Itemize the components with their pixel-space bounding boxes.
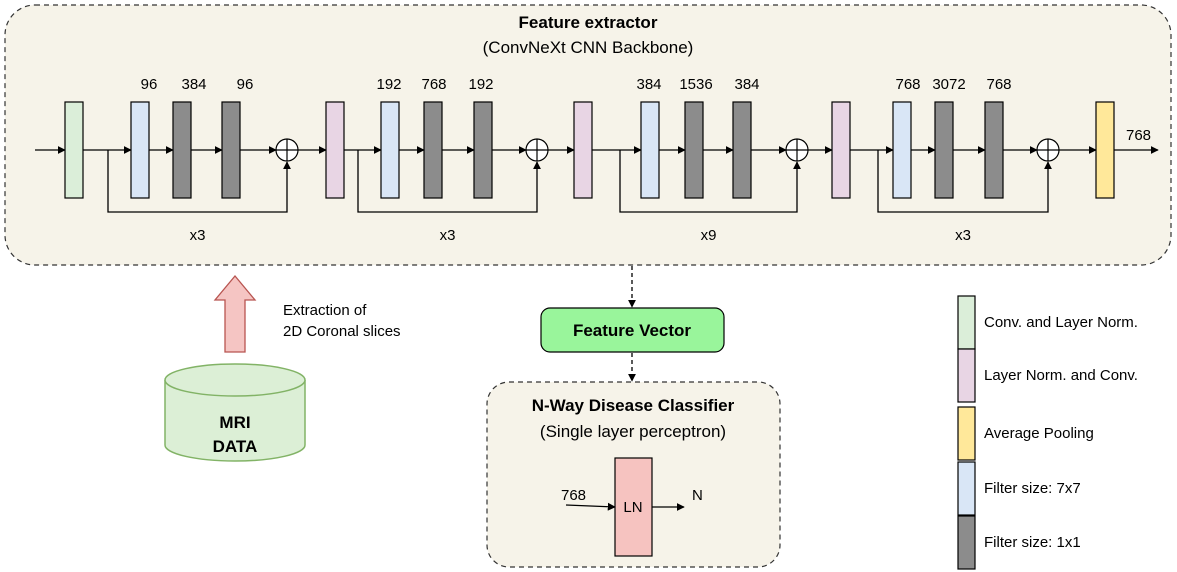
classifier-subtitle: (Single layer perceptron) bbox=[540, 422, 726, 441]
filter-1x1-block bbox=[473, 101, 493, 199]
residual-connection bbox=[107, 150, 291, 213]
filter-1x1-block bbox=[423, 101, 443, 199]
filter-count-label: 192 bbox=[468, 76, 493, 93]
layernorm-conv-block bbox=[573, 101, 593, 199]
classifier-input-arrow bbox=[565, 502, 616, 511]
feature-vector-label: Feature Vector bbox=[573, 321, 691, 340]
linear-layer-box bbox=[614, 457, 653, 557]
filter-7x7-block bbox=[130, 101, 150, 199]
mri-data-label-line2: DATA bbox=[213, 437, 258, 456]
filter-count-label: 1536 bbox=[679, 76, 712, 93]
legend-swatch bbox=[957, 295, 976, 350]
filter-count-label: 3072 bbox=[932, 76, 965, 93]
classifier-output-label: N bbox=[692, 487, 703, 504]
feature-vector-box bbox=[540, 307, 725, 353]
filter-1x1-block bbox=[221, 101, 241, 199]
filter-1x1-block bbox=[172, 101, 192, 199]
legend-label: Filter size: 7x7 bbox=[984, 480, 1081, 497]
filter-1x1-block bbox=[934, 101, 954, 199]
legend-label: Average Pooling bbox=[984, 425, 1094, 442]
legend-swatch bbox=[957, 406, 976, 461]
filter-count-label: 768 bbox=[421, 76, 446, 93]
filter-1x1-block bbox=[732, 101, 752, 199]
linear-layer-label: LN bbox=[623, 499, 642, 516]
filter-count-label: 768 bbox=[986, 76, 1011, 93]
conv-layernorm-block bbox=[64, 101, 84, 199]
filter-1x1-block bbox=[984, 101, 1004, 199]
legend: Conv. and Layer Norm. Layer Norm. and Con… bbox=[957, 295, 1138, 570]
residual-connection bbox=[619, 150, 801, 213]
layernorm-conv-block bbox=[831, 101, 851, 199]
filter-count-label: 192 bbox=[376, 76, 401, 93]
filter-count-label: 96 bbox=[141, 76, 158, 93]
mri-data-label-line1: MRI bbox=[219, 413, 250, 432]
legend-swatch bbox=[957, 515, 976, 570]
legend-label: Layer Norm. and Conv. bbox=[984, 367, 1138, 384]
filter-7x7-block bbox=[892, 101, 912, 199]
classifier-input-dim: 768 bbox=[561, 487, 586, 504]
filter-count-label: 768 bbox=[895, 76, 920, 93]
repeat-label: x3 bbox=[440, 227, 456, 244]
repeat-label: x9 bbox=[701, 227, 717, 244]
extraction-label-line2: 2D Coronal slices bbox=[283, 323, 401, 340]
filter-count-label: 384 bbox=[734, 76, 759, 93]
output-dim-label: 768 bbox=[1126, 127, 1151, 144]
legend-label: Filter size: 1x1 bbox=[984, 534, 1081, 551]
feature-extractor-subtitle: (ConvNeXt CNN Backbone) bbox=[483, 38, 694, 57]
layernorm-conv-block bbox=[325, 101, 345, 199]
residual-connection bbox=[357, 150, 541, 213]
average-pooling-block bbox=[1095, 101, 1115, 199]
feature-extractor-title: Feature extractor bbox=[519, 13, 658, 32]
filter-7x7-block bbox=[640, 101, 660, 199]
legend-swatch bbox=[957, 348, 976, 403]
repeat-label: x3 bbox=[955, 227, 971, 244]
legend-swatch bbox=[957, 461, 976, 516]
filter-1x1-block bbox=[684, 101, 704, 199]
filter-count-label: 96 bbox=[237, 76, 254, 93]
legend-label: Conv. and Layer Norm. bbox=[984, 314, 1138, 331]
extractor-layers: 96 384 96 x3 192 768 192 x3 384 1536 384 x9 768 3072 7… bbox=[35, 76, 1159, 244]
up-arrow-icon bbox=[213, 274, 257, 353]
classifier-title: N-Way Disease Classifier bbox=[532, 396, 735, 415]
extraction-label-line1: Extraction of bbox=[283, 302, 367, 319]
repeat-label: x3 bbox=[190, 227, 206, 244]
filter-count-label: 384 bbox=[181, 76, 206, 93]
filter-7x7-block bbox=[380, 101, 400, 199]
cylinder-database-icon bbox=[164, 363, 306, 462]
residual-connection bbox=[877, 150, 1052, 213]
filter-count-label: 384 bbox=[636, 76, 661, 93]
